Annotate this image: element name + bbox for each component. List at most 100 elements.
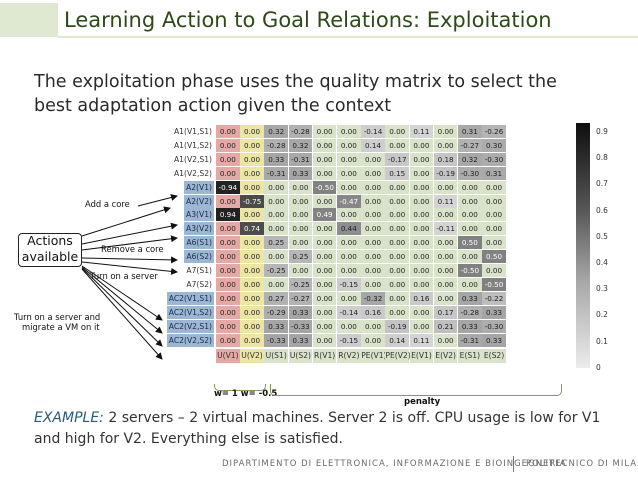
matrix-cell: 0.00 (216, 125, 240, 138)
matrix-cell: -0.28 (458, 305, 482, 319)
matrix-cell: 0.25 (288, 250, 313, 264)
matrix-cell: 0.00 (361, 333, 385, 347)
matrix-cell: 0.33 (458, 291, 482, 305)
matrix-cell: 0.00 (409, 180, 434, 194)
colorbar-tick: 0.3 (596, 284, 608, 294)
matrix-cell: 0.00 (361, 250, 385, 264)
col-label: E(V1) (409, 349, 434, 364)
matrix-cell: -0.29 (264, 305, 289, 319)
matrix-cell: 0.00 (312, 138, 337, 152)
matrix-cell: 0.00 (458, 194, 482, 208)
matrix-cell: 0.00 (264, 222, 289, 236)
colorbar-tick: 0.8 (596, 153, 608, 163)
header-accent-block (0, 3, 58, 37)
matrix-cell: 0.33 (264, 152, 289, 166)
colorbar-tick: 0.4 (596, 258, 608, 267)
matrix-cell: -0.33 (264, 333, 289, 347)
matrix-cell: 0.00 (409, 305, 434, 319)
matrix-cell: -0.22 (482, 291, 506, 305)
colorbar-tick: 0.5 (596, 231, 608, 241)
matrix-cell: 0.00 (458, 208, 482, 222)
matrix-cell: 0.00 (337, 125, 361, 138)
matrix-cell: 0.32 (288, 138, 313, 152)
matrix-cell: 0.30 (482, 138, 506, 152)
matrix-cell: 0.00 (240, 291, 264, 305)
matrix-cell: 0.00 (433, 291, 458, 305)
turn-on-migrate-label-1: Turn on a server and (14, 312, 101, 322)
matrix-cell: 0.21 (433, 319, 458, 333)
col-label: PE(V1) (361, 349, 387, 364)
matrix-cell: 0.50 (458, 236, 482, 250)
matrix-cell: 0.00 (361, 236, 385, 250)
matrix-cell: 0.11 (433, 194, 458, 208)
colorbar-tick: 0.6 (596, 205, 608, 215)
matrix-cell: -0.30 (458, 166, 482, 180)
matrix-cell: 0.00 (312, 305, 337, 319)
matrix-cell: 0.00 (216, 305, 240, 319)
matrix-cell: 0.49 (312, 208, 337, 222)
colorbar-tick: 0.7 (596, 179, 608, 189)
col-label: U(S1) (264, 349, 289, 364)
matrix-cell: 0.00 (433, 333, 458, 347)
matrix-cell: 0.00 (240, 305, 264, 319)
remove-core-label: Remove a core (101, 244, 164, 254)
footer-university: POLITECNICO DI MILANO (526, 459, 638, 469)
turn-on-server-label: Turn on a server (90, 271, 158, 281)
matrix-cell: 0.00 (240, 166, 264, 180)
matrix-cell: 0.00 (312, 166, 337, 180)
matrix-cell: 0.00 (409, 152, 434, 166)
arrow-actions-add (81, 206, 171, 237)
matrix-cell: 0.31 (458, 125, 482, 138)
row-label: A1(V1,S1) (173, 127, 212, 136)
matrix-cell: -0.26 (482, 125, 506, 138)
matrix-cell: 0.00 (216, 291, 240, 305)
matrix-cell: -0.47 (337, 194, 361, 208)
matrix-cell: 0.16 (409, 291, 434, 305)
weights-note: w= 1 w= -0.5 (214, 389, 278, 399)
row-label: A3(V2) (184, 222, 214, 236)
arrow-remove-core-2 (81, 235, 178, 251)
matrix-cell: -0.14 (361, 125, 385, 138)
matrix-cell: 0.00 (312, 277, 337, 291)
matrix-cell: 0.33 (482, 305, 506, 319)
penalty-bracket (270, 384, 562, 396)
matrix-cell: -0.32 (361, 291, 385, 305)
row-label: A1(V2,S1) (173, 154, 212, 164)
arrow-add-core (137, 194, 178, 207)
matrix-cell: -0.14 (337, 305, 361, 319)
matrix-cell: 0.00 (216, 138, 240, 152)
col-label: E(S2) (482, 349, 506, 364)
matrix-cell: 0.00 (361, 277, 385, 291)
col-label: PE(V2) (385, 349, 411, 364)
matrix-cell: 0.00 (264, 208, 289, 222)
matrix-cell: 0.00 (337, 319, 361, 333)
matrix-cell: 0.14 (385, 333, 410, 347)
matrix-cell: 0.00 (240, 333, 264, 347)
matrix-cell: 0.00 (385, 277, 410, 291)
matrix-cell: 0.11 (409, 125, 434, 138)
matrix-cell: 0.00 (312, 152, 337, 166)
matrix-cell: 0.00 (433, 277, 458, 291)
matrix-cell: 0.00 (240, 250, 264, 264)
matrix-cell: 0.00 (433, 264, 458, 277)
matrix-cell: 0.00 (264, 277, 289, 291)
matrix-cell: -0.30 (482, 319, 506, 333)
matrix-cell: 0.00 (312, 222, 337, 236)
matrix-cell: -0.75 (240, 194, 264, 208)
matrix-cell: -0.33 (288, 319, 313, 333)
matrix-cell: 0.00 (361, 208, 385, 222)
matrix-cell: 0.00 (458, 250, 482, 264)
matrix-cell: 0.00 (240, 208, 264, 222)
matrix-cell: 0.11 (409, 333, 434, 347)
matrix-cell: -0.11 (433, 222, 458, 236)
matrix-cell: 0.00 (361, 222, 385, 236)
col-label: R(V2) (337, 349, 361, 364)
matrix-cell: 0.00 (458, 277, 482, 291)
matrix-cell: 0.00 (288, 194, 313, 208)
matrix-cell: -0.50 (482, 277, 506, 291)
matrix-cell: 0.33 (458, 319, 482, 333)
matrix-cell: 0.00 (337, 208, 361, 222)
matrix-cell: 0.00 (337, 166, 361, 180)
matrix-cell: 0.00 (240, 236, 264, 250)
